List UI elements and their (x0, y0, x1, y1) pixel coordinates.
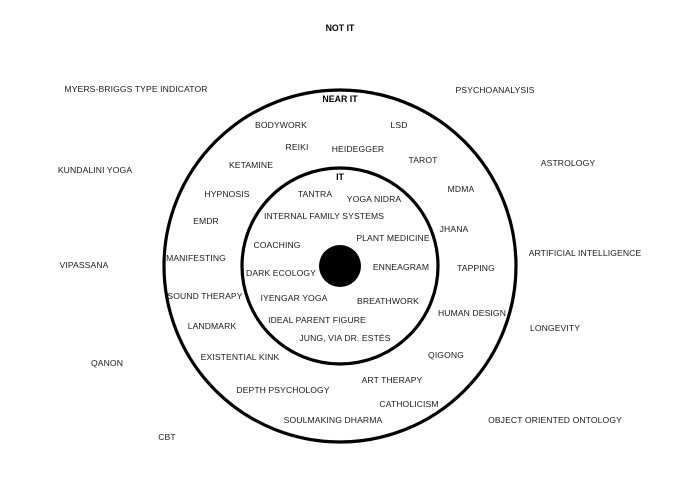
inner-item-coaching: COACHING (253, 240, 300, 250)
inner-item-internal-family-systems: INTERNAL FAMILY SYSTEMS (264, 211, 384, 221)
middle-item-heidegger: HEIDEGGER (332, 144, 384, 154)
inner-item-tantra: TANTRA (298, 189, 333, 199)
middle-item-landmark: LANDMARK (188, 321, 237, 331)
outer-item-cbt: CBT (158, 432, 176, 442)
inner-item-ideal-parent-figure: IDEAL PARENT FIGURE (268, 315, 366, 325)
inner-item-jung-via-dr-estes: JUNG, VIA DR. ESTÉS (299, 333, 390, 343)
outer-item-psychoanalysis: PSYCHOANALYSIS (455, 85, 534, 95)
inner-item-breathwork: BREATHWORK (357, 296, 419, 306)
middle-item-manifesting: MANIFESTING (166, 253, 226, 263)
middle-item-soulmaking-dharma: SOULMAKING DHARMA (284, 415, 383, 425)
middle-item-jhana: JHANA (440, 224, 469, 234)
outer-item-vipassana: VIPASSANA (60, 260, 109, 270)
title-it: IT (336, 172, 344, 182)
inner-item-dark-ecology: DARK ECOLOGY (246, 268, 316, 278)
title-near-it: NEAR IT (322, 94, 358, 104)
middle-item-emdr: EMDR (193, 216, 219, 226)
middle-item-depth-psychology: DEPTH PSYCHOLOGY (236, 385, 329, 395)
title-not-it: NOT IT (326, 23, 355, 33)
outer-item-qanon: QANON (91, 358, 123, 368)
middle-item-lsd: LSD (390, 120, 407, 130)
middle-item-tarot: TAROT (409, 155, 439, 165)
near-it-ring (162, 88, 518, 444)
outer-item-myers-briggs: MYERS-BRIGGS TYPE INDICATOR (64, 84, 207, 94)
middle-item-bodywork: BODYWORK (255, 120, 307, 130)
middle-item-tapping: TAPPING (457, 263, 495, 273)
inner-item-iyengar-yoga: IYENGAR YOGA (261, 293, 328, 303)
middle-item-reiki: REIKI (286, 142, 309, 152)
inner-item-plant-medicine: PLANT MEDICINE (356, 233, 430, 243)
center-dot (319, 245, 361, 287)
middle-item-art-therapy: ART THERAPY (362, 375, 423, 385)
it-ring (240, 166, 440, 366)
outer-item-astrology: ASTROLOGY (541, 158, 596, 168)
middle-item-qigong: QIGONG (428, 350, 464, 360)
middle-item-catholicism: CATHOLICISM (379, 399, 438, 409)
inner-item-enneagram: ENNEAGRAM (373, 262, 429, 272)
outer-item-longevity: LONGEVITY (530, 323, 580, 333)
middle-item-hypnosis: HYPNOSIS (204, 189, 249, 199)
middle-item-human-design: HUMAN DESIGN (438, 308, 506, 318)
middle-item-mdma: MDMA (448, 184, 475, 194)
outer-item-artificial-intelligence: ARTIFICIAL INTELLIGENCE (529, 248, 642, 258)
middle-item-ketamine: KETAMINE (229, 160, 273, 170)
middle-item-existential-kink: EXISTENTIAL KINK (201, 352, 280, 362)
outer-item-kundalini-yoga: KUNDALINI YOGA (58, 165, 132, 175)
outer-item-object-oriented-ontology: OBJECT ORIENTED ONTOLOGY (488, 415, 622, 425)
inner-item-yoga-nidra: YOGA NIDRA (347, 194, 402, 204)
middle-item-sound-therapy: SOUND THERAPY (167, 291, 242, 301)
